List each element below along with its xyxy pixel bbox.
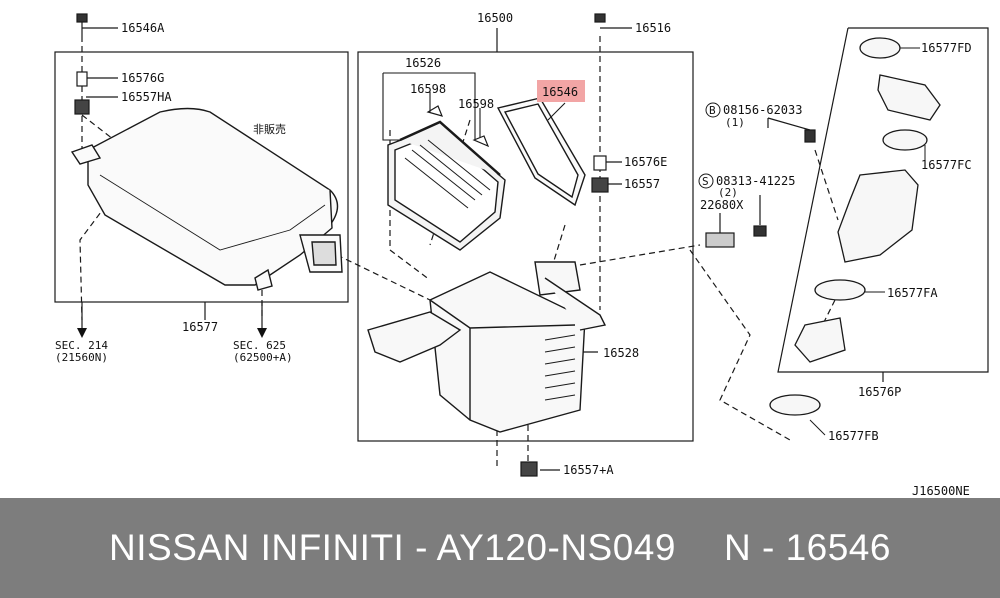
label-16557A: 16557+A bbox=[563, 463, 614, 477]
label-16557: 16557 bbox=[624, 177, 660, 191]
parts-diagram: B S 16546A 16576G 16557HA 非販売 16500 1651… bbox=[54, 11, 989, 498]
label-08156-qty: (1) bbox=[725, 116, 745, 129]
air-duct-16576P bbox=[837, 169, 919, 263]
label-16516: 16516 bbox=[635, 21, 671, 35]
grommet-16557A bbox=[520, 461, 538, 477]
label-16500: 16500 bbox=[477, 11, 513, 25]
frame-left bbox=[54, 51, 349, 303]
hose-bellows bbox=[794, 317, 846, 363]
grommet-16557HA bbox=[74, 99, 90, 115]
diagram-code: J16500NE bbox=[912, 484, 970, 498]
label-16598-a: 16598 bbox=[410, 82, 446, 96]
label-16546A: 16546A bbox=[121, 21, 165, 35]
grommet-16557 bbox=[591, 177, 609, 193]
bolt-08156 bbox=[804, 129, 816, 143]
s-symbol: S bbox=[702, 175, 709, 188]
screw-08313 bbox=[753, 225, 767, 237]
filter-element-16546 bbox=[496, 97, 586, 207]
collar-16576E bbox=[593, 155, 607, 171]
air-cleaner-box-16528 bbox=[367, 261, 607, 433]
clamp-16577FC bbox=[882, 129, 928, 151]
label-08156: 08156-62033 bbox=[723, 103, 802, 117]
label-16598-b: 16598 bbox=[458, 97, 494, 111]
label-16546: 16546 bbox=[542, 85, 578, 99]
banner-brand-text: NISSAN INFINITI - AY120-NS049 bbox=[109, 527, 676, 568]
label-sec214: SEC. 214 bbox=[55, 339, 108, 352]
label-16528: 16528 bbox=[603, 346, 639, 360]
label-22680X: 22680X bbox=[700, 198, 744, 212]
label-16577FB: 16577FB bbox=[828, 429, 879, 443]
label-08313-qty: (2) bbox=[718, 186, 738, 199]
label-16577FC: 16577FC bbox=[921, 158, 972, 172]
label-08313: 08313-41225 bbox=[716, 174, 795, 188]
banner-part-text: N - 16546 bbox=[723, 527, 891, 568]
label-16557HA: 16557HA bbox=[121, 90, 172, 104]
b-symbol-circle bbox=[705, 102, 721, 118]
label-16526: 16526 bbox=[405, 56, 441, 70]
air-cleaner-cover bbox=[70, 107, 343, 291]
bolt-16516 bbox=[594, 13, 606, 23]
b-symbol: B bbox=[709, 104, 716, 117]
clamp-16577FA bbox=[814, 279, 866, 301]
label-sec625: SEC. 625 bbox=[233, 339, 286, 352]
label-16577: 16577 bbox=[182, 320, 218, 334]
label-16576G: 16576G bbox=[121, 71, 164, 85]
highlight-16546 bbox=[537, 80, 585, 102]
label-16577FD: 16577FD bbox=[921, 41, 972, 55]
clamp-16577FB bbox=[769, 394, 821, 416]
sensor-22680X bbox=[705, 232, 735, 248]
duct-upper bbox=[877, 74, 941, 121]
part-number-banner: NISSAN INFINITI - AY120-NS049 N - 16546 bbox=[0, 498, 1000, 598]
label-16576P: 16576P bbox=[858, 385, 901, 399]
s-symbol-circle bbox=[698, 173, 714, 189]
clamp-16577FD bbox=[859, 37, 901, 59]
label-16576E: 16576E bbox=[624, 155, 667, 169]
filter-frame-16526 bbox=[387, 120, 506, 251]
label-16577FA: 16577FA bbox=[887, 286, 938, 300]
label-sec625-ref: (62500+A) bbox=[233, 351, 293, 364]
label-not-for-sale: 非販売 bbox=[253, 123, 286, 136]
label-sec214-ref: (21560N) bbox=[55, 351, 108, 364]
bolt-16546A bbox=[76, 13, 88, 23]
frame-right bbox=[777, 27, 989, 373]
collar-16576G bbox=[76, 71, 88, 87]
